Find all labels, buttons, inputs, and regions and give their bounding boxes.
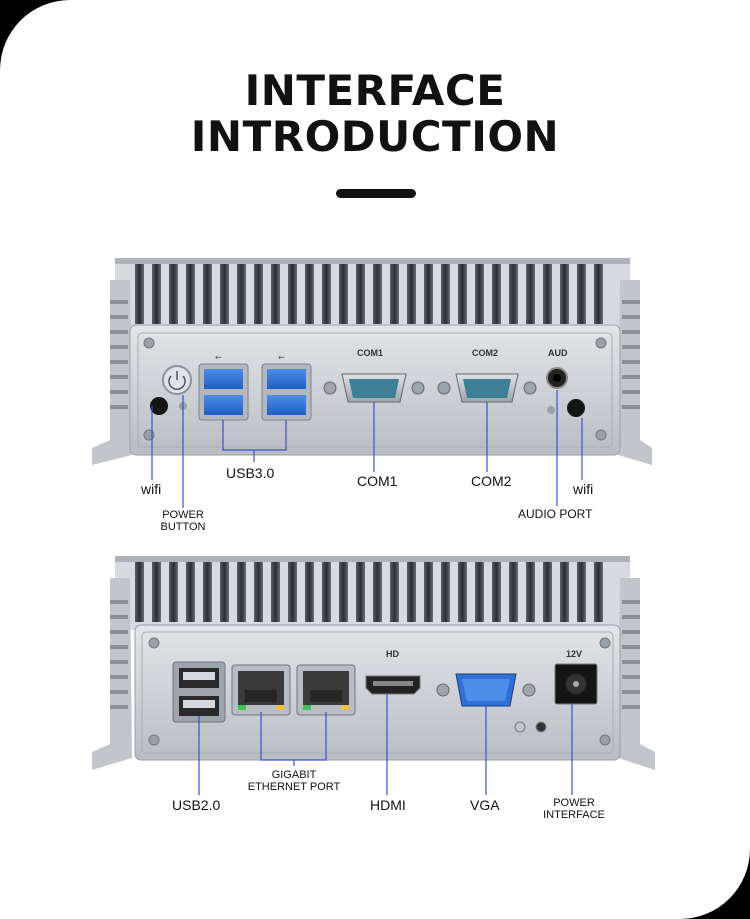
title-underline: [336, 189, 416, 198]
rear-heatsink-fins: [115, 556, 630, 630]
callout-lines: [151, 390, 583, 795]
label-gigabit-2: ETHERNET PORT: [247, 781, 341, 793]
vga-port: [436, 673, 536, 707]
label-wifi-left: wifi: [141, 481, 162, 497]
label-audio-port: AUDIO PORT: [518, 507, 593, 521]
title-line-1: INTERFACE: [244, 66, 506, 115]
label-usb2: USB2.0: [172, 797, 221, 813]
front-heatsink-fins: [115, 258, 630, 332]
label-power-button-1: POWER: [162, 509, 204, 521]
label-power-interface-1: POWER: [553, 797, 595, 809]
wifi-antenna-right: [567, 399, 585, 417]
rear-left-foot: [92, 578, 132, 770]
front-right-foot: [618, 280, 652, 465]
label-power-interface-2: INTERFACE: [543, 809, 605, 821]
marking-12v: 12V: [566, 649, 583, 659]
usb2-ports: [172, 661, 226, 723]
label-vga: VGA: [470, 797, 500, 813]
label-power-button-2: BUTTON: [160, 521, 206, 533]
label-hdmi: HDMI: [370, 797, 406, 813]
usb3-ports: [198, 363, 312, 421]
hdmi-port: [365, 675, 421, 695]
dc-power-jack: [554, 663, 598, 705]
marking-com2: COM2: [472, 348, 499, 358]
label-com2: COM2: [471, 473, 512, 489]
rear-right-foot: [618, 578, 655, 770]
label-usb3: USB3.0: [226, 465, 275, 481]
label-com1: COM1: [357, 473, 398, 489]
marking-com1: COM1: [357, 348, 384, 358]
com2-port: [437, 373, 537, 403]
svg-text:⇜: ⇜: [278, 353, 285, 362]
ground-icon: [514, 721, 526, 733]
label-gigabit-1: GIGABIT: [271, 769, 317, 781]
marking-aud: AUD: [548, 348, 568, 358]
front-left-foot: [92, 280, 132, 465]
svg-text:⇜: ⇜: [215, 353, 222, 362]
com1-port: [323, 373, 425, 403]
label-wifi-right: wifi: [573, 481, 594, 497]
title-line-2: INTRODUCTION: [190, 112, 560, 161]
wifi-antenna-left: [150, 397, 168, 415]
marking-hd: HD: [386, 649, 399, 659]
